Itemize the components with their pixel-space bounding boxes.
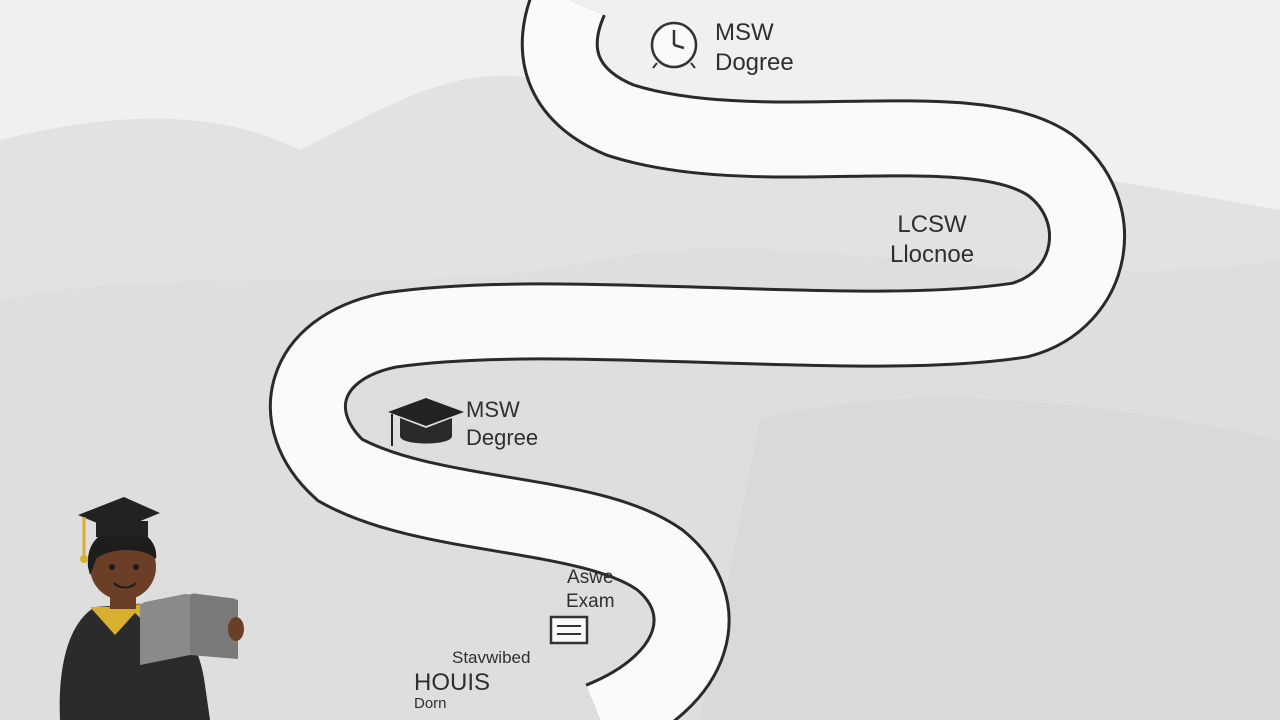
- milestone-3-title: MSW: [466, 397, 520, 422]
- milestone-1-title: MSW: [715, 19, 774, 46]
- milestone-supervised: Stavwibed: [452, 647, 530, 668]
- milestone-msw-degree-top: MSW Dogree: [715, 18, 794, 78]
- clock-icon: [647, 18, 701, 72]
- milestone-hours: HOUIS Dorn: [414, 669, 491, 713]
- milestone-6-subtitle: Dorn: [414, 695, 447, 713]
- milestone-1-subtitle: Dogree: [715, 49, 794, 76]
- winding-road-surface: [271, 0, 1123, 720]
- graduation-cap-icon: [386, 396, 466, 454]
- milestone-3-subtitle: Degree: [466, 424, 539, 450]
- milestone-5-title: Stavwibed: [452, 648, 531, 667]
- milestone-2-title: LCSW: [897, 211, 967, 238]
- graduate-person-icon: [40, 495, 250, 720]
- milestone-msw-degree: MSW Degree: [466, 396, 538, 451]
- milestone-lcsw-license: LCSW Llocnoe: [890, 210, 974, 270]
- milestone-aswe-exam: Aswe Exam: [566, 566, 615, 614]
- milestone-2-subtitle: Llocnoe: [890, 241, 975, 268]
- document-icon: [549, 615, 589, 645]
- background-hills-far: [700, 398, 1280, 720]
- milestone-4-subtitle: Exam: [566, 590, 615, 612]
- open-book-icon: [139, 589, 239, 665]
- milestone-6-title: HOUIS: [414, 669, 491, 696]
- milestone-4-title: Aswe: [567, 567, 614, 588]
